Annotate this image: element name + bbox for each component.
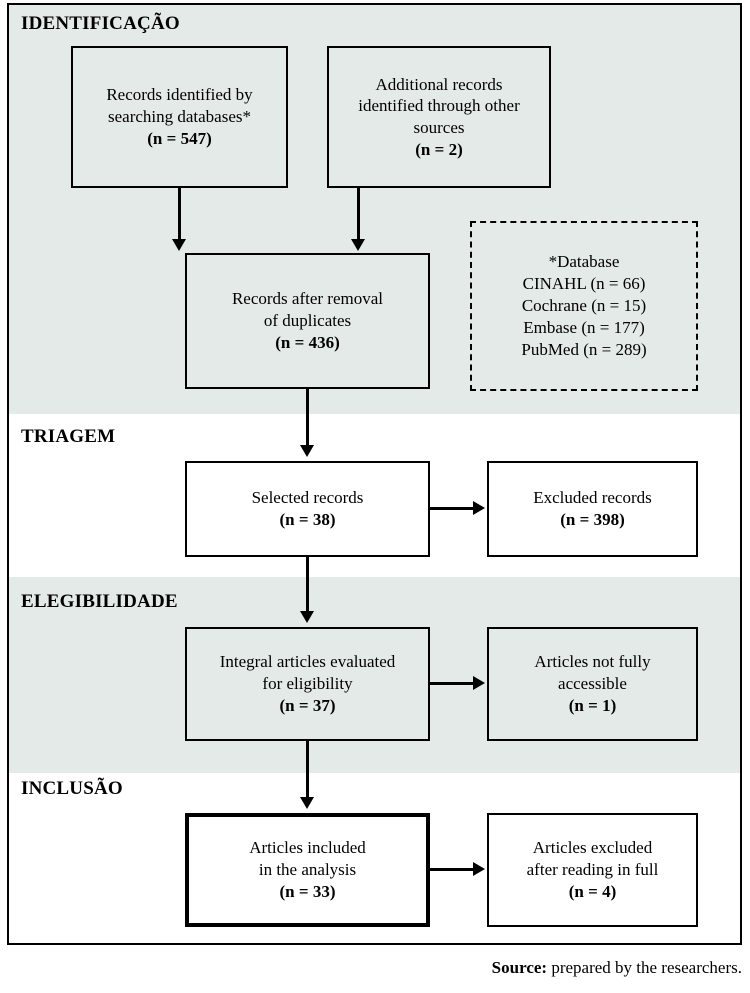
box-articles-not-accessible-line2: accessible [558,674,627,694]
box-records-identified: Records identified by searching database… [71,46,288,188]
stage-label-elegibilidade: ELEGIBILIDADE [21,591,178,612]
box-records-identified-line2: searching databases* [107,107,252,127]
box-records-after-dedup-count: (n = 436) [275,332,340,352]
database-legend-entry-pubmed: PubMed (n = 289) [521,340,647,360]
box-selected-records: Selected records (n = 38) [185,461,430,557]
database-legend-title: *Database [548,251,620,271]
box-integral-articles: Integral articles evaluated for eligibil… [185,627,430,741]
box-additional-records-count: (n = 2) [415,139,463,159]
box-records-identified-count: (n = 547) [147,128,212,148]
stage-label-triagem: TRIAGEM [21,426,116,447]
connector-integral-to-notaccessible [430,682,475,685]
arrowhead-included-to-excludedfull [473,862,485,876]
box-articles-excluded-full: Articles excluded after reading in full … [487,813,698,927]
box-integral-articles-line2: for eligibility [262,674,353,694]
box-integral-articles-line1: Integral articles evaluated [219,652,396,672]
box-records-after-dedup: Records after removal of duplicates (n =… [185,253,430,389]
stage-label-identificacao: IDENTIFICAÇÃO [21,13,180,34]
source-caption-value: prepared by the researchers. [547,958,742,977]
arrowhead-integral-to-included [300,797,314,809]
stage-label-inclusao: INCLUSÃO [21,778,123,799]
box-articles-not-accessible-count: (n = 1) [568,695,617,715]
box-articles-included-count: (n = 33) [279,881,336,901]
arrowhead-dedup-to-selected [300,445,314,457]
box-articles-included: Articles included in the analysis (n = 3… [185,813,430,927]
stage-band-identificacao [9,5,740,414]
box-articles-excluded-full-line1: Articles excluded [532,838,653,858]
connector-identified-to-dedup [178,188,181,241]
arrowhead-selected-to-excluded [473,501,485,515]
arrowhead-identified-to-dedup [172,239,186,251]
box-excluded-records: Excluded records (n = 398) [487,461,698,557]
stage-band-triagem [9,414,740,577]
connector-dedup-to-selected [306,389,309,447]
box-additional-records-line1: Additional records [375,74,503,94]
box-records-after-dedup-line2: of duplicates [263,311,352,331]
box-excluded-records-line1: Excluded records [533,488,652,508]
box-articles-included-line2: in the analysis [258,860,357,880]
box-articles-not-accessible: Articles not fully accessible (n = 1) [487,627,698,741]
connector-selected-to-integral [306,557,309,613]
arrowhead-selected-to-integral [300,611,314,623]
box-articles-excluded-full-count: (n = 4) [568,881,617,901]
box-integral-articles-count: (n = 37) [279,695,336,715]
database-legend-entry-cinahl: CINAHL (n = 66) [522,273,646,293]
box-records-identified-line1: Records identified by [106,85,253,105]
connector-additional-to-dedup [357,188,360,241]
box-additional-records-line2: identified through other [358,96,520,116]
connector-selected-to-excluded [430,507,475,510]
source-caption-key: Source: [491,958,548,977]
connector-integral-to-included [306,741,309,799]
database-legend-entry-cochrane: Cochrane (n = 15) [521,295,647,315]
box-additional-records: Additional records identified through ot… [327,46,551,188]
stage-band-inclusao [9,773,740,943]
arrowhead-integral-to-notaccessible [473,676,485,690]
box-records-after-dedup-line1: Records after removal [231,289,384,309]
box-selected-records-line1: Selected records [251,488,364,508]
box-database-legend: *Database CINAHL (n = 66) Cochrane (n = … [470,221,698,391]
source-caption: Source: prepared by the researchers. [492,958,742,978]
box-excluded-records-count: (n = 398) [560,510,625,529]
box-articles-included-line1: Articles included [249,838,366,858]
box-articles-not-accessible-line1: Articles not fully [534,652,651,672]
diagram-frame: IDENTIFICAÇÃO TRIAGEM ELEGIBILIDADE INCL… [7,3,742,945]
box-selected-records-count: (n = 38) [279,510,336,529]
box-articles-excluded-full-line2: after reading in full [526,860,659,880]
connector-included-to-excludedfull [430,868,475,871]
database-legend-entry-embase: Embase (n = 177) [523,318,645,338]
arrowhead-additional-to-dedup [351,239,365,251]
box-additional-records-line3: sources [413,118,465,137]
